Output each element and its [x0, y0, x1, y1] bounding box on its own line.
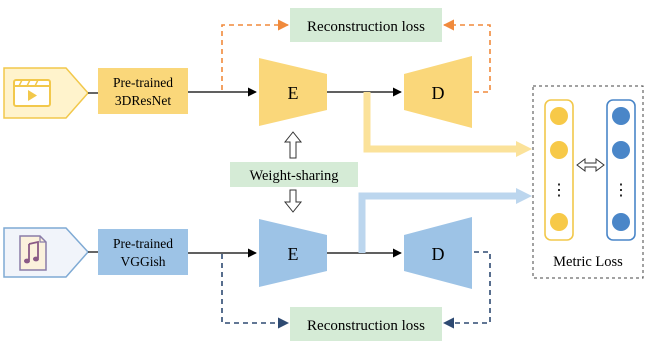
bidirectional-arrow: [576, 158, 605, 172]
recon-loss-top-label: Reconstruction loss: [307, 19, 425, 35]
video-embedding-column: ⋮: [544, 99, 574, 241]
weight-sharing-arrow-up: [283, 131, 303, 159]
weight-sharing-arrow-down: [283, 189, 303, 213]
audio-embedding-dot: [612, 141, 630, 159]
recon-bottom-dashed-left: [221, 254, 290, 329]
decoder-top-label: D: [432, 83, 445, 103]
pretrained-vggish-line1: Pre-trained: [113, 236, 173, 251]
weight-sharing-box: Weight-sharing: [230, 162, 358, 187]
pretrained-3dresnet-box: Pre-trained 3DResNet: [98, 68, 188, 114]
music-note-icon: [19, 235, 47, 271]
recon-bottom-dashed-right: [442, 251, 491, 329]
encoder-bottom: E: [259, 219, 327, 287]
decoder-top: D: [404, 56, 472, 128]
encoder-top: E: [259, 58, 327, 126]
audio-embedding-ellipsis: ⋮: [613, 182, 629, 199]
metric-loss-panel: ⋮ ⋮ Metric Loss: [532, 85, 644, 279]
audio-embedding-column: ⋮: [606, 99, 636, 241]
pretrained-3dresnet-line2: 3DResNet: [115, 93, 171, 108]
encoder-bottom-label: E: [288, 244, 299, 264]
pretrained-3dresnet-line1: Pre-trained: [113, 75, 173, 90]
weight-sharing-label: Weight-sharing: [249, 168, 338, 184]
feature-arrow-yellow: [363, 92, 532, 157]
video-embedding-dot: [550, 213, 568, 231]
audio-embedding-dot: [612, 213, 630, 231]
recon-loss-bottom: Reconstruction loss: [290, 307, 442, 341]
video-embedding-dot: [550, 141, 568, 159]
decoder-bottom-label: D: [432, 244, 445, 264]
decoder-bottom: D: [404, 217, 472, 289]
audio-embedding-dot: [612, 107, 630, 125]
video-input: [3, 67, 89, 119]
encoder-top-label: E: [288, 83, 299, 103]
recon-top-dashed-left: [221, 19, 290, 90]
pretrained-vggish-line2: VGGish: [120, 254, 165, 269]
audio-input: [3, 227, 90, 278]
pretrained-vggish-box: Pre-trained VGGish: [98, 229, 188, 275]
video-play-icon: [13, 79, 51, 107]
video-embedding-ellipsis: ⋮: [551, 182, 567, 199]
metric-loss-label: Metric Loss: [553, 254, 623, 270]
recon-top-dashed-right: [442, 19, 491, 93]
video-embedding-dot: [550, 107, 568, 125]
feature-arrow-blue: [358, 188, 532, 253]
recon-loss-bottom-label: Reconstruction loss: [307, 318, 425, 334]
recon-loss-top: Reconstruction loss: [290, 8, 442, 42]
